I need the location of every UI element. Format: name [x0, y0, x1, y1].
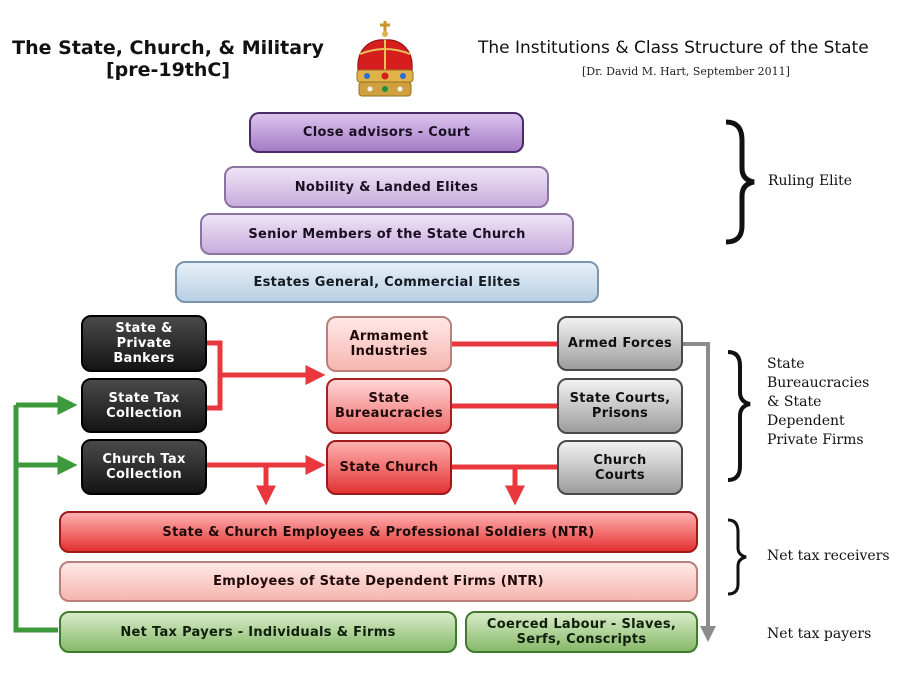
box-armed-forces: Armed Forces	[557, 316, 683, 371]
box-label-line: Church	[593, 452, 647, 468]
main-title-line2: [pre-19thC]	[105, 59, 231, 81]
box-state-bureaucracies: State Bureaucracies	[326, 378, 452, 434]
main-title-line1: The State, Church, & Military	[12, 37, 324, 59]
box-label-line: State &	[115, 321, 173, 336]
brace-bureaucracy-icon	[727, 350, 751, 482]
box-close-advisors-court: Close advisors - Court	[249, 112, 524, 153]
brace-receivers-icon	[727, 518, 747, 596]
box-label: Close advisors - Court	[302, 125, 471, 140]
label-net-tax-payers: Net tax payers	[767, 626, 872, 642]
box-label-line: Armament	[349, 329, 429, 344]
main-title: The State, Church, & Military [pre-19thC…	[8, 37, 328, 81]
box-nobility: Nobility & Landed Elites	[224, 166, 549, 208]
grey-arrow-forces-to-coerced	[682, 342, 716, 642]
arrow-bankers-tax-to-armament	[206, 340, 223, 411]
box-label: Employees of State Dependent Firms (NTR)	[213, 574, 544, 589]
label-line: & State	[767, 394, 822, 410]
box-label-line: Serfs, Conscripts	[516, 632, 647, 647]
box-label-line: State Tax	[108, 390, 180, 406]
box-state-private-bankers: State & Private Bankers	[81, 315, 207, 372]
box-label-line: Church Tax	[102, 452, 186, 467]
credit: [Dr. David M. Hart, September 2011]	[582, 65, 790, 78]
box-label-line: Bureaucracies	[335, 406, 443, 421]
label-line: Bureaucracies	[767, 375, 870, 391]
box-state-church: State Church	[326, 440, 452, 495]
box-state-tax-collection: State Tax Collection	[81, 378, 207, 433]
label-net-tax-receivers: Net tax receivers	[767, 548, 890, 564]
box-label: Estates General, Commercial Elites	[253, 274, 521, 290]
box-label-line: Bankers	[113, 351, 175, 366]
box-label-line: State Courts,	[569, 391, 671, 406]
box-label: Senior Members of the State Church	[248, 226, 526, 242]
subtitle: The Institutions & Class Structure of th…	[478, 38, 869, 58]
box-label: Nobility & Landed Elites	[294, 179, 479, 195]
box-state-dependent-firm-employees: Employees of State Dependent Firms (NTR)	[59, 561, 698, 602]
box-net-tax-payers: Net Tax Payers - Individuals & Firms	[59, 611, 457, 653]
box-label: Armed Forces	[567, 336, 673, 351]
box-label-line: Industries	[350, 344, 428, 359]
box-label-line: State	[368, 391, 410, 406]
box-state-courts-prisons: State Courts, Prisons	[557, 378, 683, 434]
box-armament-industries: Armament Industries	[326, 316, 452, 372]
green-loop-line	[13, 405, 58, 633]
box-label-line: Coerced Labour - Slaves,	[486, 617, 677, 632]
box-label: Net Tax Payers - Individuals & Firms	[120, 624, 396, 640]
label-state-bureaucracies: State Bureaucracies & State Dependent Pr…	[767, 355, 869, 450]
label-line: Private Firms	[767, 432, 864, 448]
box-label-line: Collection	[106, 467, 182, 482]
box-label: State & Church Employees & Professional …	[162, 524, 595, 540]
box-coerced-labour: Coerced Labour - Slaves, Serfs, Conscrip…	[465, 611, 698, 653]
label-ruling-elite: Ruling Elite	[768, 173, 853, 189]
box-label-line: Collection	[106, 405, 182, 421]
label-line: Dependent	[767, 413, 845, 429]
box-estates-general: Estates General, Commercial Elites	[175, 261, 599, 303]
crown-icon	[350, 20, 420, 100]
brace-ruling-icon	[725, 119, 755, 245]
box-label-line: Prisons	[591, 406, 649, 421]
box-state-church-employees: State & Church Employees & Professional …	[59, 511, 698, 553]
box-senior-church: Senior Members of the State Church	[200, 213, 574, 255]
box-label-line: Private	[116, 336, 172, 351]
box-church-tax-collection: Church Tax Collection	[81, 439, 207, 495]
label-line: State	[767, 356, 805, 372]
box-church-courts: Church Courts	[557, 440, 683, 495]
box-label-line: Courts	[595, 467, 645, 483]
box-label: State Church	[339, 460, 439, 475]
